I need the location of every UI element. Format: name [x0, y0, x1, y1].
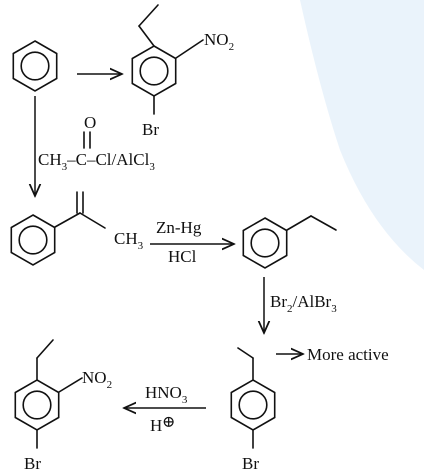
final-bromo-label: Br [24, 454, 41, 473]
reagent-carbonyl-bonds [83, 131, 91, 149]
product-1-bonds [138, 4, 204, 115]
product-ring-1 [131, 45, 177, 97]
reagent-hcl: HCl [168, 247, 197, 266]
nitro-label: NO2 [204, 30, 234, 53]
reagent-proton: H [150, 416, 162, 435]
benzene-ring [12, 40, 58, 92]
background-watermark [300, 0, 424, 270]
proton-charge-symbol: ⊕ [162, 414, 175, 431]
reagent-zn-hg: Zn-Hg [156, 218, 202, 237]
acetyl-methyl-label: CH3 [114, 229, 144, 252]
final-product-bonds [36, 339, 83, 449]
para-bromo-label: Br [242, 454, 259, 473]
bromoethylbenzene-ring [230, 379, 276, 431]
ethylbenzene-ring [242, 217, 288, 269]
reagent-carbonyl-oxygen: O [84, 113, 96, 132]
acetophenone-ring [10, 214, 56, 266]
bromo-label: Br [142, 120, 159, 139]
acetophenone-bonds [54, 191, 106, 229]
bromoethylbenzene-bonds [237, 347, 254, 449]
ethylbenzene-bonds [286, 215, 337, 231]
final-product-ring [14, 379, 60, 431]
structures-layer [10, 4, 337, 449]
more-active-annotation: More active [307, 345, 389, 364]
reagent-bromination: Br2/AlBr3 [270, 292, 337, 315]
reagent-acylation: CH3–C–Cl/AlCl3 [38, 150, 155, 173]
reagent-hno3: HNO3 [145, 383, 188, 406]
arrows-layer [35, 74, 303, 408]
final-nitro-label: NO2 [82, 368, 112, 391]
